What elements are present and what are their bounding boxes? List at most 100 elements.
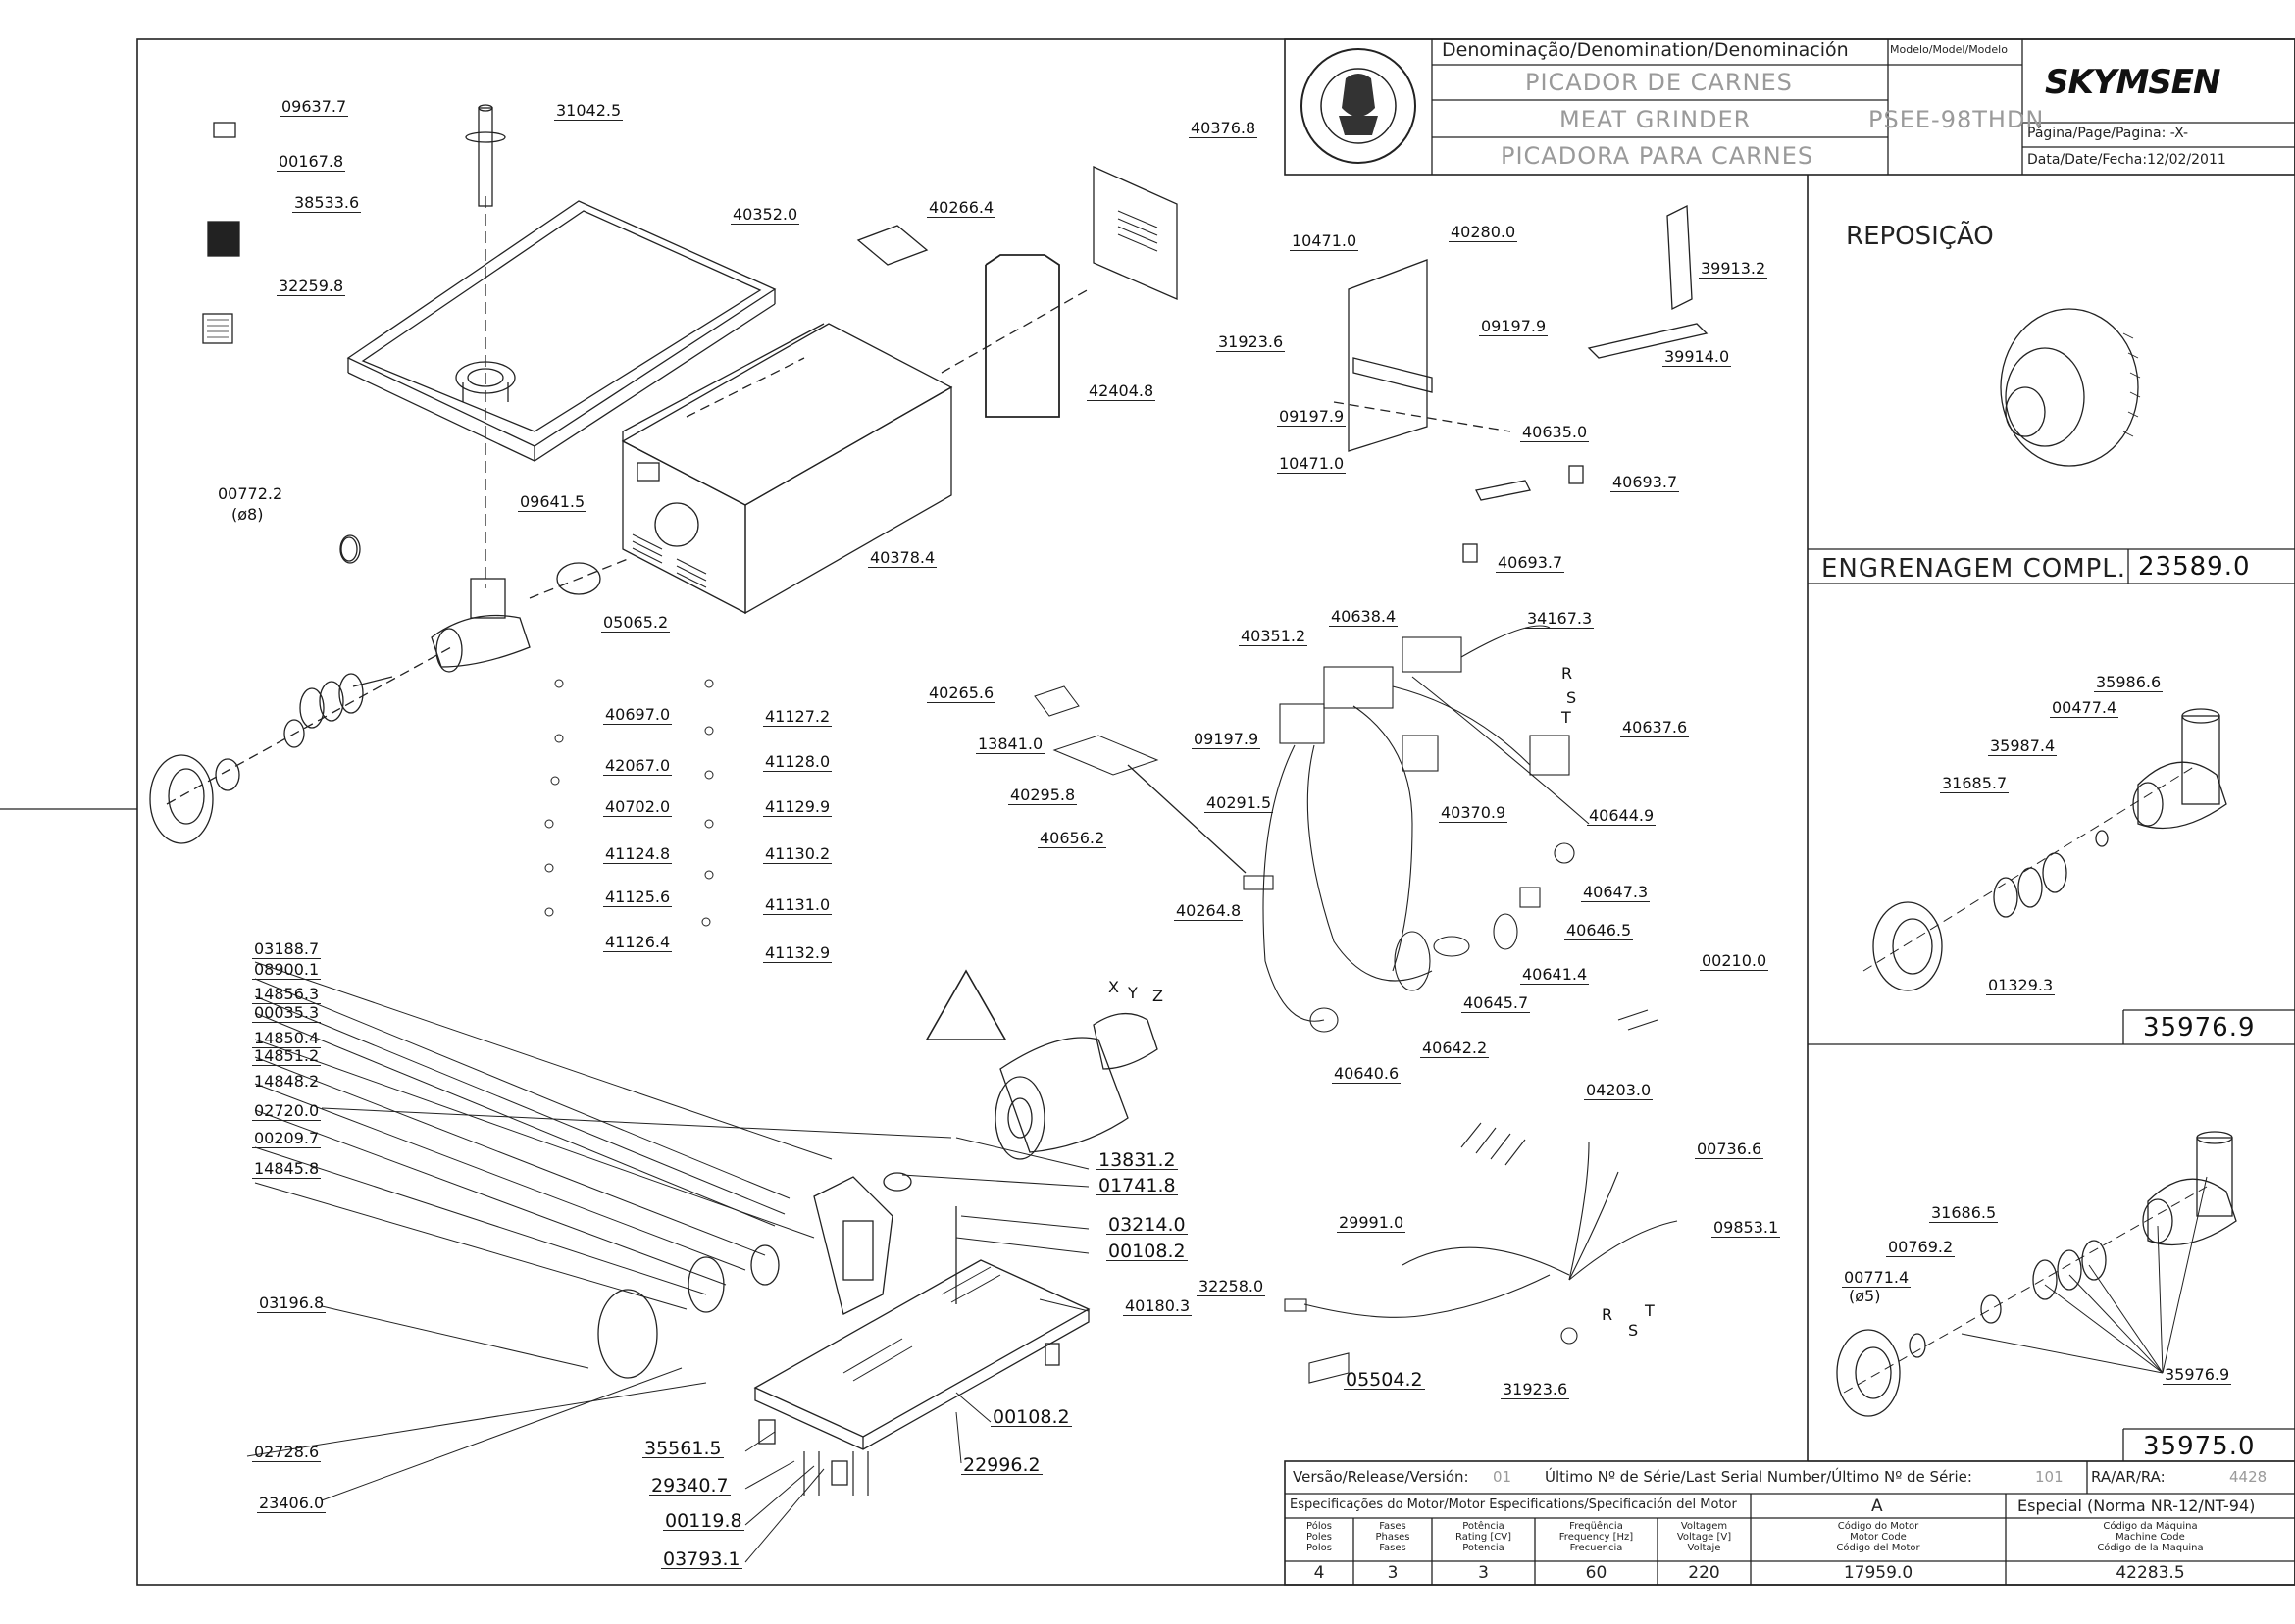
part-label: 00209.7 [252, 1129, 322, 1148]
serial-value: 101 [2035, 1468, 2064, 1486]
part-label: 40644.9 [1587, 806, 1657, 826]
part-label: 29340.7 [649, 1475, 731, 1497]
worm-screw-drawing [299, 673, 393, 729]
screws-drawing [544, 679, 714, 927]
part-label: 09197.9 [1277, 407, 1347, 427]
part-label: 00210.0 [1700, 951, 1769, 971]
info-label-drawing [202, 313, 233, 344]
part-label: 42067.0 [603, 756, 673, 776]
part-label: 00108.2 [991, 1406, 1072, 1428]
motor-spec-label: Especificações do Motor/Motor Especifica… [1290, 1497, 1737, 1512]
part-label: 41124.8 [603, 844, 673, 864]
part-label: 40264.8 [1174, 901, 1244, 921]
part-label: (ø5) [1849, 1287, 1881, 1305]
filter-drawing [340, 536, 358, 562]
part-label: 04203.0 [1584, 1081, 1654, 1100]
part-label: 00736.6 [1695, 1140, 1764, 1159]
spec-column-value: 220 [1688, 1563, 1720, 1583]
part-label: 14848.2 [252, 1072, 322, 1091]
warning-triangle-drawing [925, 969, 1007, 1040]
part-label: 40637.6 [1620, 718, 1690, 737]
relay-set-drawing [1034, 685, 1159, 776]
spec-column-header: Potência Rating [CV] Potencia [1454, 1521, 1512, 1553]
part-label: 40635.0 [1520, 423, 1590, 442]
special-label: Especial (Norma NR-12/NT-94) [2017, 1497, 2256, 1515]
grinder-body-drawing [431, 562, 601, 673]
part-label: 35987.4 [1988, 736, 2058, 756]
part-label: 40352.0 [731, 205, 800, 225]
foot-drawing [758, 1419, 776, 1445]
kit1-drawing [1872, 708, 2227, 991]
part-label: 40280.0 [1449, 223, 1518, 242]
part-label: 02728.6 [252, 1443, 322, 1462]
cutting-plate-drawing [149, 534, 361, 844]
name-es: PICADORA PARA CARNES [1501, 142, 1814, 170]
spec-column-value: 3 [1387, 1563, 1399, 1583]
name-en: MEAT GRINDER [1559, 106, 1752, 133]
part-label: 41130.2 [763, 844, 833, 864]
denomination-header: Denominação/Denomination/Denominación [1442, 39, 1849, 61]
part-label: 40642.2 [1420, 1039, 1490, 1058]
part-label: 14851.2 [252, 1046, 322, 1066]
part-label: 41129.9 [763, 797, 833, 817]
part-label: 40265.6 [927, 684, 996, 703]
part-label: 40640.6 [1332, 1064, 1402, 1084]
part-label: 01741.8 [1096, 1175, 1178, 1196]
model-code: PSEE-98THDN [1868, 106, 2045, 133]
part-label: 41128.0 [763, 752, 833, 772]
ra-label: RA/AR/RA: [2091, 1468, 2166, 1486]
part-label: 34167.3 [1525, 609, 1595, 629]
part-label: 09197.9 [1479, 317, 1549, 336]
part-label: 40693.7 [1496, 553, 1565, 573]
part-label: 23406.0 [257, 1494, 327, 1513]
part-label: 03196.8 [257, 1294, 327, 1313]
part-label: 38533.6 [292, 193, 362, 213]
part-label: 09197.9 [1192, 730, 1261, 749]
part-label: (ø8) [231, 505, 264, 524]
motor-drawing [994, 1013, 1158, 1160]
rst-label: S [1566, 688, 1577, 707]
bracket-drawing [856, 225, 929, 266]
part-label: 40697.0 [603, 705, 673, 725]
spec-column-header: Fases Phases Fases [1375, 1521, 1410, 1553]
handle-frame-drawing [985, 254, 1060, 418]
gear-label: ENGRENAGEM COMPL. [1821, 554, 2127, 584]
part-label: 32259.8 [277, 277, 346, 296]
base-plate-drawing [753, 1259, 1091, 1450]
version-label: Versão/Release/Versión: [1293, 1468, 1469, 1486]
part-label: 13831.2 [1096, 1149, 1178, 1171]
part-label: 14856.3 [252, 985, 322, 1004]
part-label: 00769.2 [1886, 1238, 1956, 1257]
part-label: 40702.0 [603, 797, 673, 817]
gear-code: 23589.0 [2138, 552, 2251, 582]
part-label: 40378.4 [868, 548, 938, 568]
kit2-code: 35975.0 [2143, 1432, 2256, 1461]
part-label: 32258.0 [1197, 1277, 1266, 1296]
part-label: 29991.0 [1337, 1213, 1406, 1233]
part-label: 41127.2 [763, 707, 833, 727]
part-label: 00119.8 [663, 1510, 744, 1532]
part-label: 05065.2 [601, 613, 671, 633]
part-label: 00108.2 [1106, 1241, 1188, 1262]
ra-value: 4428 [2229, 1468, 2268, 1486]
label-sticker-drawing [213, 122, 236, 138]
part-label: 14845.8 [252, 1159, 322, 1179]
part-label: 09641.5 [518, 492, 587, 512]
spec-column-value: 17959.0 [1843, 1563, 1913, 1583]
part-label: 41132.9 [763, 943, 833, 963]
part-label: 40370.9 [1439, 803, 1508, 823]
spec-column-header: Voltagem Voltage [V] Voltaje [1676, 1521, 1732, 1553]
part-label: 40646.5 [1564, 921, 1634, 940]
part-label: 35561.5 [642, 1438, 724, 1459]
part-label: 08900.1 [252, 960, 322, 980]
replacement-heading: REPOSIÇÃO [1846, 222, 1994, 251]
part-label: 40641.4 [1520, 965, 1590, 985]
technical-assistance-seal [1300, 48, 1416, 164]
terminal-set-drawing [1460, 1009, 1658, 1166]
spec-column-value: 4 [1313, 1563, 1325, 1583]
part-label: 35976.9 [2163, 1365, 2232, 1385]
version-value: 01 [1493, 1468, 1512, 1486]
spec-column-header: Código da Máquina Machine Code Código de… [2097, 1521, 2204, 1553]
part-label: 00035.3 [252, 1003, 322, 1023]
part-label: 40266.4 [927, 198, 996, 218]
